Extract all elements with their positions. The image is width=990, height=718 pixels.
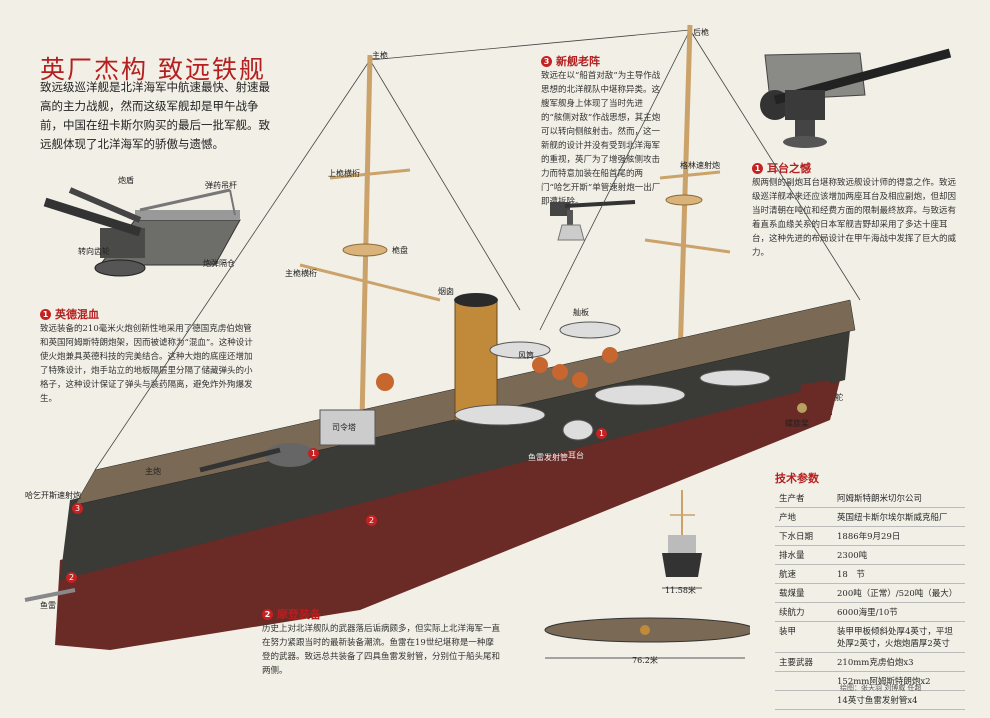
spec-row: 装甲装甲甲板倾斜处厚4英寸，平坦处厚2英寸，火炮炮盾厚2英寸 xyxy=(775,621,965,653)
section-4-body: 舰两侧的副炮耳台堪称致远舰设计师的得意之作。致远级巡洋舰本来还应该增加两座耳台及… xyxy=(752,178,957,258)
label-traverse-gear: 转向齿轮 xyxy=(78,247,110,256)
label-funnel: 烟囱 xyxy=(438,287,454,296)
label-shell-bay: 炮弹隔仓 xyxy=(203,259,235,268)
section-4: 1 耳台之憾 舰两侧的副炮耳台堪称致远舰设计师的得意之作。致远级巡洋舰本来还应该增… xyxy=(752,160,957,260)
spec-key: 航速 xyxy=(775,564,833,584)
section-2-title: 摩登装备 xyxy=(277,608,321,621)
spec-value: 18 节 xyxy=(833,564,965,584)
section-1: 1 英德混血 致远装备的210毫米火炮创新性地采用了德国克虏伯炮管和英国阿姆斯特朗… xyxy=(40,306,258,406)
ship-elevation-views xyxy=(544,490,750,659)
label-gatling: 格林速射炮 xyxy=(680,161,720,170)
spec-value: 英国纽卡斯尔埃尔斯威克船厂 xyxy=(833,507,965,527)
label-torpedo-tube: 鱼雷发射管 xyxy=(528,453,568,462)
label-length: 76.2米 xyxy=(632,656,658,665)
spec-row: 生产者阿姆斯特朗米切尔公司 xyxy=(775,489,965,508)
page-title: 英厂杰构 致远铁舰 xyxy=(40,55,266,84)
label-rudder: 舵 xyxy=(835,393,843,402)
credit: 绘图：张天羽 刘博威 任超 xyxy=(840,684,922,692)
intro-text: 致远级巡洋舰是北洋海军中航速最快、射速最高的主力战舰，然而这级军舰却是甲午战争前… xyxy=(40,80,270,151)
marker-3-hotchkiss: 3 xyxy=(72,503,83,514)
label-vent: 风筒 xyxy=(518,351,534,360)
section-1-body: 致远装备的210毫米火炮创新性地采用了德国克虏伯炮管和英国阿姆斯特朗炮架，因而被… xyxy=(40,324,253,404)
label-sponson: 耳台 xyxy=(568,451,584,460)
section-4-title: 耳台之憾 xyxy=(767,162,811,175)
section-1-title: 英德混血 xyxy=(55,308,99,321)
label-gun-shield: 炮盾 xyxy=(118,176,134,185)
label-main-yard: 主桅横桁 xyxy=(285,269,317,278)
spec-key: 装甲 xyxy=(775,621,833,653)
spec-key xyxy=(775,690,833,710)
section-2-number: 2 xyxy=(262,609,273,620)
section-3-number: 3 xyxy=(541,56,552,67)
section-1-number: 1 xyxy=(40,309,51,320)
gun-mount-illustration xyxy=(43,187,241,277)
label-rear-mast: 后桅 xyxy=(693,28,709,37)
label-propeller: 螺旋桨 xyxy=(785,419,809,428)
spec-value: 210mm克虏伯炮x3 xyxy=(833,652,965,672)
spec-row: 产地英国纽卡斯尔埃尔斯威克船厂 xyxy=(775,507,965,527)
spec-value: 14英寸鱼雷发射管x4 xyxy=(833,690,965,710)
spec-value: 200吨（正常）/520吨（最大） xyxy=(833,583,965,603)
label-ammo-hoist: 弹药吊杆 xyxy=(205,181,237,190)
spec-value: 6000海里/10节 xyxy=(833,602,965,622)
sponson-gun-illustration xyxy=(760,48,952,148)
spec-key: 主要武器 xyxy=(775,652,833,672)
marker-2-side: 2 xyxy=(366,515,377,526)
section-2: 2 摩登装备 历史上对北洋舰队的武器落后诟病颇多，但实际上北洋海军一直在努力紧跟当… xyxy=(262,606,502,678)
spec-key: 产地 xyxy=(775,507,833,527)
label-conning-tower: 司令塔 xyxy=(332,423,356,432)
spec-key: 生产者 xyxy=(775,489,833,508)
label-main-mast: 主桅 xyxy=(372,51,388,60)
spec-key: 排水量 xyxy=(775,545,833,565)
spec-value: 装甲甲板倾斜处厚4英寸，平坦处厚2英寸，火炮炮盾厚2英寸 xyxy=(833,621,965,653)
section-3-title: 新舰老阵 xyxy=(556,55,600,68)
spec-value: 阿姆斯特朗米切尔公司 xyxy=(833,489,965,508)
label-main-gun: 主炮 xyxy=(145,467,161,476)
section-3-body: 致远在以“船首对敌”为主导作战思想的北洋舰队中堪称异类。这艘军舰身上体现了当时先… xyxy=(541,71,661,207)
spec-value: 1886年9月29日 xyxy=(833,526,965,546)
label-torpedo: 鱼雷 xyxy=(40,601,56,610)
label-upper-yard: 上桅横桁 xyxy=(328,169,360,178)
spec-key xyxy=(775,671,833,691)
spec-value: 152mm阿姆斯特朗炮x2 xyxy=(833,671,965,691)
hotchkiss-gun-illustration xyxy=(550,200,636,241)
section-4-number: 1 xyxy=(752,163,763,174)
marker-2-torpedo: 2 xyxy=(66,572,77,583)
label-boat: 舢板 xyxy=(573,308,589,317)
spec-key: 下水日期 xyxy=(775,526,833,546)
section-2-body: 历史上对北洋舰队的武器落后诟病颇多，但实际上北洋海军一直在努力紧跟当时的最新装备… xyxy=(262,624,501,676)
spec-value: 2300吨 xyxy=(833,545,965,565)
spec-row: 152mm阿姆斯特朗炮x2 xyxy=(775,671,965,691)
label-mast-top: 桅盘 xyxy=(392,246,408,255)
label-beam: 11.58米 xyxy=(665,586,696,595)
spec-key: 续航力 xyxy=(775,602,833,622)
marker-1-main-gun: 1 xyxy=(308,448,319,459)
marker-1-sponson: 1 xyxy=(596,428,607,439)
spec-key: 载煤量 xyxy=(775,583,833,603)
section-3: 3 新舰老阵 致远在以“船首对敌”为主导作战思想的北洋舰队中堪称异类。这艘军舰身上… xyxy=(541,53,663,209)
spec-row: 14英寸鱼雷发射管x4 xyxy=(775,690,965,710)
specs-title: 技术参数 xyxy=(775,472,819,485)
label-hotchkiss: 哈乞开斯速射炮 xyxy=(25,491,81,500)
